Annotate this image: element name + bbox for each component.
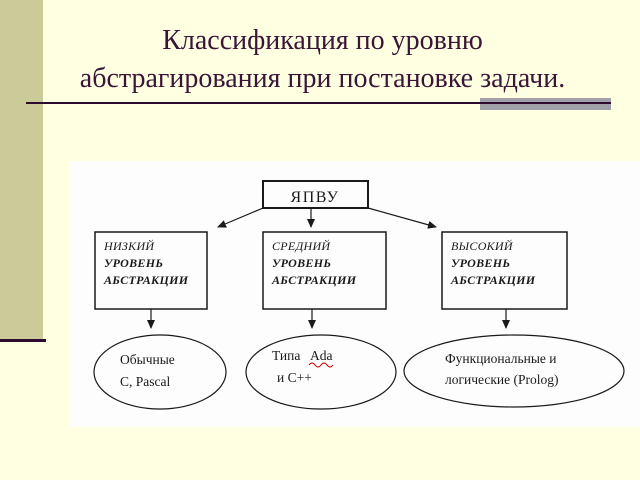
- diagram-panel: ЯПВУ НИЗКИЙ УРОВЕНЬ АБСТРАКЦИИ СРЕДНИЙ У…: [70, 161, 640, 427]
- mid-level-line3: АБСТРАКЦИИ: [271, 273, 357, 287]
- classification-diagram: ЯПВУ НИЗКИЙ УРОВЕНЬ АБСТРАКЦИИ СРЕДНИЙ У…: [93, 180, 625, 410]
- high-example-line1: Функциональные и: [445, 351, 557, 366]
- slide-title: Классификация по уровню абстрагирования …: [30, 22, 615, 98]
- low-level-line3: АБСТРАКЦИИ: [103, 273, 189, 287]
- low-example-line2: C, Pascal: [120, 374, 170, 389]
- title-gray-accent-bar: [480, 98, 611, 110]
- high-level-line1: ВЫСОКИЙ: [451, 238, 514, 253]
- left-accent-bar: [0, 0, 43, 341]
- spellcheck-squiggle: [308, 362, 334, 368]
- high-example-ellipse: [403, 334, 625, 408]
- low-example-ellipse: [93, 334, 227, 410]
- low-level-line2: УРОВЕНЬ: [104, 256, 163, 270]
- mid-example-line1-part1: Типа: [272, 348, 300, 363]
- mid-level-line2: УРОВЕНЬ: [272, 256, 331, 270]
- slide-title-line1: Классификация по уровню: [162, 25, 483, 56]
- root-box: [262, 180, 369, 209]
- low-level-line1: НИЗКИЙ: [103, 238, 155, 253]
- mid-example-line2: и C++: [277, 370, 312, 385]
- high-level-line3: АБСТРАКЦИИ: [450, 273, 536, 287]
- root-box-label: ЯПВУ: [291, 189, 340, 206]
- title-underline-rule: [26, 102, 611, 104]
- root-to-high-arrow: [367, 207, 437, 229]
- left-accent-bar-end-line: [0, 339, 46, 342]
- mid-level-line1: СРЕДНИЙ: [272, 238, 331, 253]
- high-level-box: [441, 231, 568, 310]
- mid-example-ellipse: [245, 334, 397, 410]
- high-level-line2: УРОВЕНЬ: [451, 256, 510, 270]
- high-example-line2: логические (Prolog): [445, 372, 559, 387]
- low-example-line1: Обычные: [120, 352, 175, 367]
- slide-title-line2: абстрагирования при постановке задачи.: [79, 63, 566, 94]
- mid-example-line1-part2: Ada: [310, 348, 333, 363]
- root-to-low-arrow: [217, 207, 264, 228]
- mid-level-box: [262, 231, 387, 310]
